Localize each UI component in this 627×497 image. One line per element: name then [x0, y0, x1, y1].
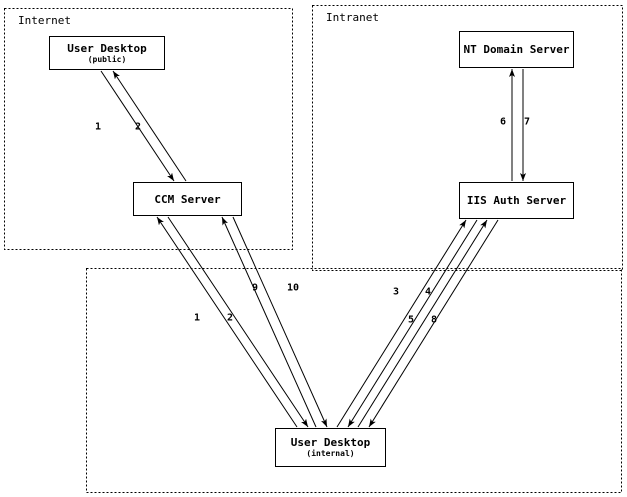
edge-label-edge-4: 4 [424, 286, 432, 298]
edge-label-edge-1-public: 1 [94, 121, 102, 133]
connector-edge-5 [357, 219, 488, 428]
connector-edge-3 [336, 219, 467, 428]
node-iis-auth-server[interactable]: IIS Auth Server [459, 182, 574, 219]
edge-line-group [100, 69, 526, 428]
edge-label-edge-6: 6 [499, 116, 507, 128]
zone-label-internet: Internet [18, 14, 71, 27]
zone-rect-group [4, 5, 623, 493]
edge-label-edge-10: 10 [286, 282, 300, 294]
node-ccm-server[interactable]: CCM Server [133, 182, 242, 216]
connector-edge-1-public [100, 70, 175, 182]
node-title-user-desktop-public: User Desktop [67, 41, 147, 55]
node-subtitle-user-desktop-internal: (internal) [306, 449, 355, 458]
connector-edge-1-internal [156, 216, 298, 428]
edge-label-edge-2-internal: 2 [226, 312, 234, 324]
edge-label-edge-1-internal: 1 [193, 312, 201, 324]
connector-edge-2-internal [167, 216, 309, 428]
node-nt-domain-server[interactable]: NT Domain Server [459, 31, 574, 68]
zone-boundary-intranet [312, 5, 623, 271]
connector-edge-4 [347, 219, 478, 428]
zone-boundary-internet [4, 8, 293, 250]
edge-label-edge-2-public: 2 [134, 121, 142, 133]
zone-boundary-internal [86, 268, 622, 493]
connector-edge-8 [368, 219, 499, 428]
node-user-desktop-public[interactable]: User Desktop(public) [49, 36, 165, 70]
edge-label-edge-5: 5 [407, 314, 415, 326]
zone-label-intranet: Intranet [326, 11, 379, 24]
node-title-user-desktop-internal: User Desktop [290, 436, 371, 449]
node-subtitle-user-desktop-public: (public) [87, 54, 127, 64]
connector-edge-9 [221, 216, 317, 428]
node-user-desktop-internal[interactable]: User Desktop(internal) [275, 428, 386, 467]
edge-label-edge-9: 9 [251, 282, 259, 294]
node-title-ccm-server: CCM Server [154, 192, 221, 206]
edge-label-edge-3: 3 [392, 286, 400, 298]
connector-edge-10 [232, 216, 328, 428]
node-title-iis-auth-server: IIS Auth Server [466, 194, 567, 207]
connector-edge-2-public [112, 70, 187, 182]
node-title-nt-domain-server: NT Domain Server [463, 43, 570, 56]
edge-label-edge-7: 7 [523, 116, 531, 128]
edge-label-edge-8: 8 [430, 314, 438, 326]
